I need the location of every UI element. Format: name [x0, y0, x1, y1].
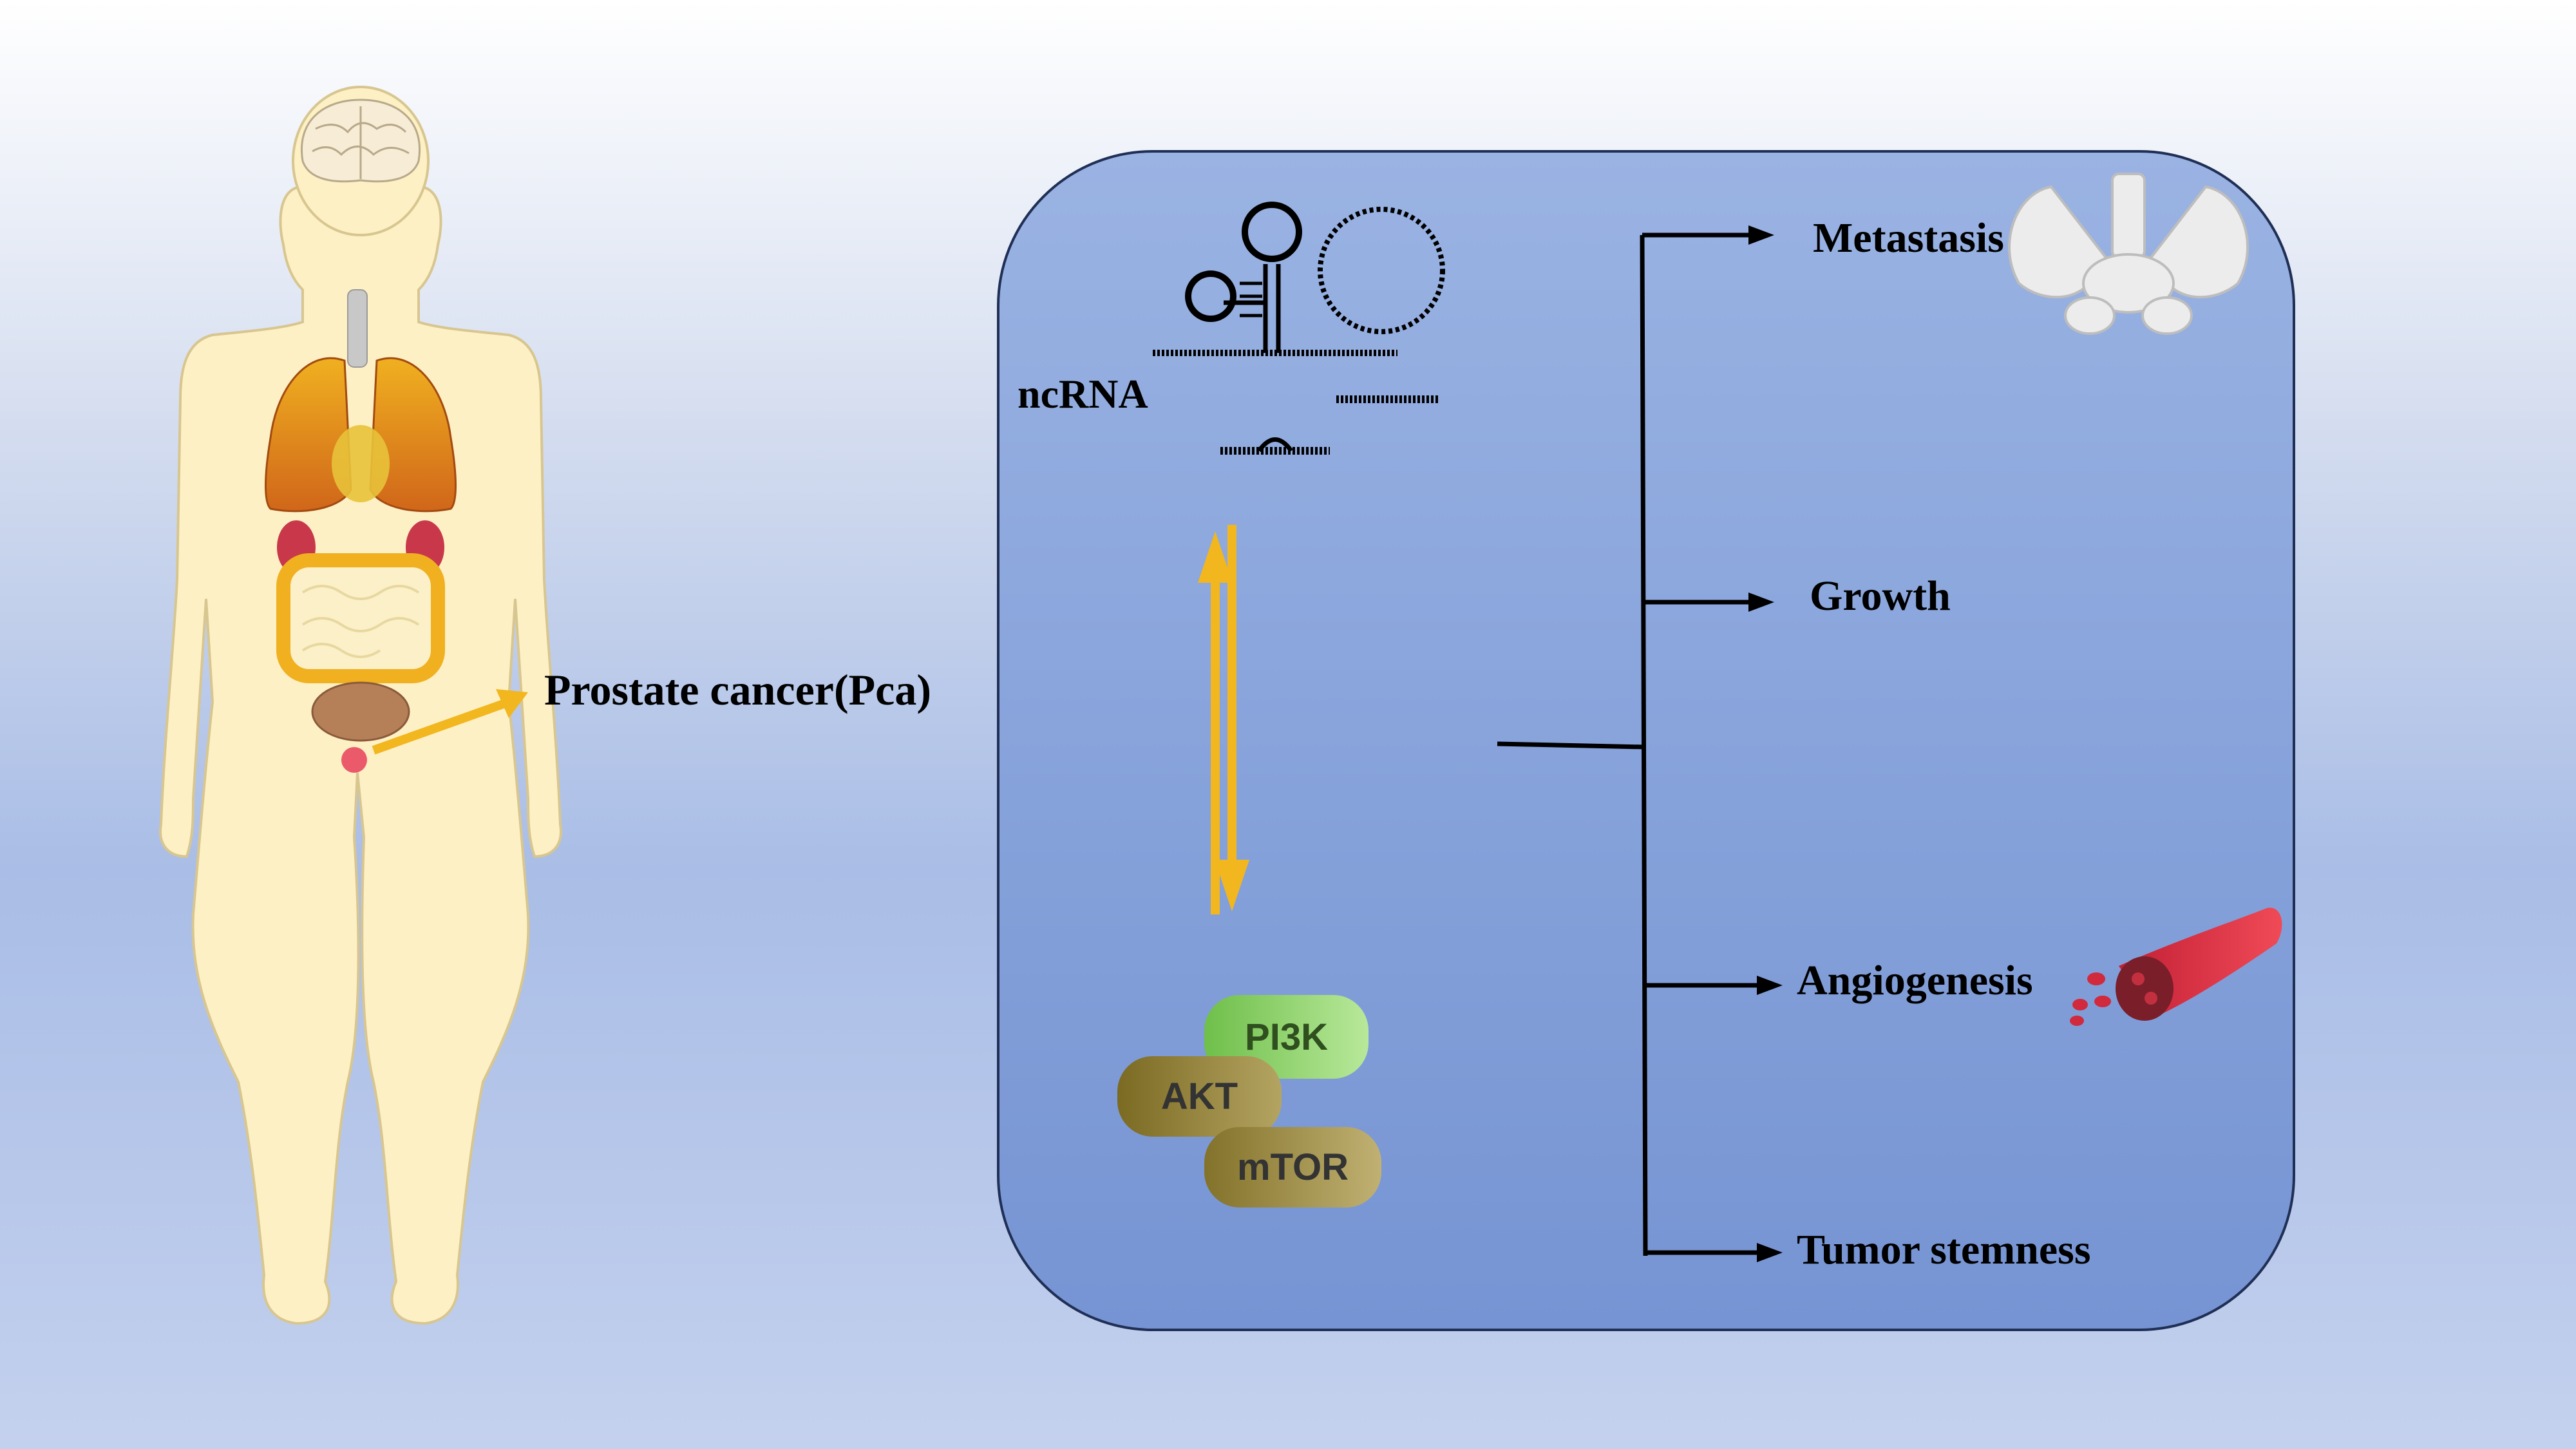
akt-label: AKT [1160, 1075, 1238, 1117]
trachea [347, 289, 368, 368]
outcome-angiogenesis: Angiogenesis [1797, 957, 2033, 1004]
ncrna-label: ncRNA [1018, 371, 1148, 417]
mtor-pill [1204, 1127, 1381, 1208]
human-body-illustration [159, 86, 562, 1325]
ncrna-structures-icon [1153, 202, 1445, 455]
bidirectional-arrows-icon [1198, 525, 1249, 914]
prostate-cancer-label: Prostate cancer(Pca) [544, 665, 931, 714]
prostate-arrow [372, 697, 511, 755]
akt-pill [1117, 1056, 1282, 1137]
mtor-label: mTOR [1237, 1146, 1349, 1188]
heart [332, 425, 390, 502]
outcome-bracket [1497, 232, 1768, 1256]
outcome-growth: Growth [1810, 573, 1951, 620]
lungs-icon [265, 357, 352, 513]
outcome-tumor-stemness: Tumor stemness [1797, 1226, 2091, 1273]
outcome-arrowheads [1748, 225, 1783, 1262]
intestines-icon [276, 553, 445, 683]
prostate-icon [341, 747, 367, 773]
blood-vessel-icon [2070, 907, 2282, 1026]
bladder [311, 681, 410, 742]
pelvis-bone-icon [2008, 173, 2249, 335]
outcome-metastasis: Metastasis [1813, 214, 2004, 261]
pi3k-label: PI3K [1245, 1016, 1328, 1058]
